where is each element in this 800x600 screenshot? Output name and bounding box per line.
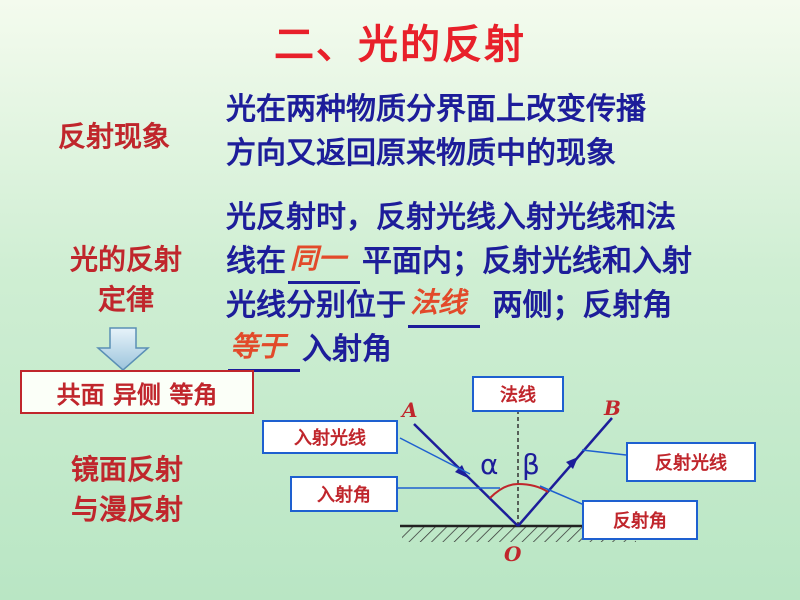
blank-equal-answer: 等于 (230, 330, 287, 363)
mirror-diffuse-label: 镜面反射 与漫反射 (52, 450, 202, 530)
reflection-angle-callout: 反射角 (582, 500, 698, 540)
blank-normal: 法线 (408, 286, 480, 328)
law-label: 光的反射 定律 (56, 240, 196, 320)
beta-label: β (522, 448, 540, 481)
point-o-label: O (504, 542, 522, 566)
law-line-3-pre: 光线分别位于 (226, 288, 406, 323)
incident-angle-arc (489, 483, 519, 499)
down-arrow-icon (96, 327, 150, 371)
phenomenon-line-2: 方向又返回原来物质中的现象 (226, 136, 616, 171)
blank-equal: 等于 (228, 330, 300, 372)
incident-angle-callout: 入射角 (290, 476, 398, 512)
phenomenon-line-1: 光在两种物质分界面上改变传播 (226, 92, 646, 127)
page-title: 二、光的反射 (274, 22, 526, 68)
law-line-2-post: 平面内；反射光线和入射 (362, 244, 692, 279)
law-label-line-1: 光的反射 (69, 243, 182, 276)
alpha-label: α (480, 448, 499, 481)
mirror-label-line-1: 镜面反射 (70, 453, 183, 486)
phenomenon-label: 反射现象 (58, 120, 171, 153)
reflected-ray (517, 417, 613, 527)
law-line-2-pre: 线在 (226, 244, 286, 279)
phenomenon-text: 光在两种物质分界面上改变传播 方向又返回原来物质中的现象 (226, 88, 646, 176)
blank-normal-answer: 法线 (410, 286, 467, 319)
law-line-2: 线在同一平面内；反射光线和入射 (226, 240, 692, 284)
law-line-4: 等于入射角 (226, 328, 692, 372)
law-line-3: 光线分别位于法线 两侧；反射角 (226, 284, 692, 328)
law-label-line-2: 定律 (97, 283, 154, 316)
summary-box: 共面 异侧 等角 (20, 370, 254, 414)
point-b-label: B (604, 396, 621, 420)
incident-ray-leader (399, 437, 471, 475)
point-a-label: A (402, 398, 418, 422)
reflected-ray-callout: 反射光线 (626, 442, 756, 482)
reflected-ray-leader (581, 449, 627, 456)
law-line-4-post: 入射角 (302, 332, 392, 367)
law-text: 光反射时，反射光线入射光线和法 线在同一平面内；反射光线和入射 光线分别位于法线… (226, 196, 692, 372)
normal-callout: 法线 (472, 376, 564, 412)
mirror-label-line-2: 与漫反射 (70, 493, 183, 526)
reflected-ray-arrow (566, 457, 578, 469)
incident-ray-arrow (455, 465, 468, 478)
blank-same-plane-answer: 同一 (290, 242, 347, 275)
law-line-3-post: 两侧；反射角 (492, 288, 673, 323)
reflection-angle-arc (517, 483, 549, 493)
incident-ray-callout: 入射光线 (262, 420, 398, 454)
law-line-1: 光反射时，反射光线入射光线和法 (226, 200, 676, 235)
mirror-hatching (402, 526, 636, 542)
blank-same-plane: 同一 (288, 242, 360, 284)
